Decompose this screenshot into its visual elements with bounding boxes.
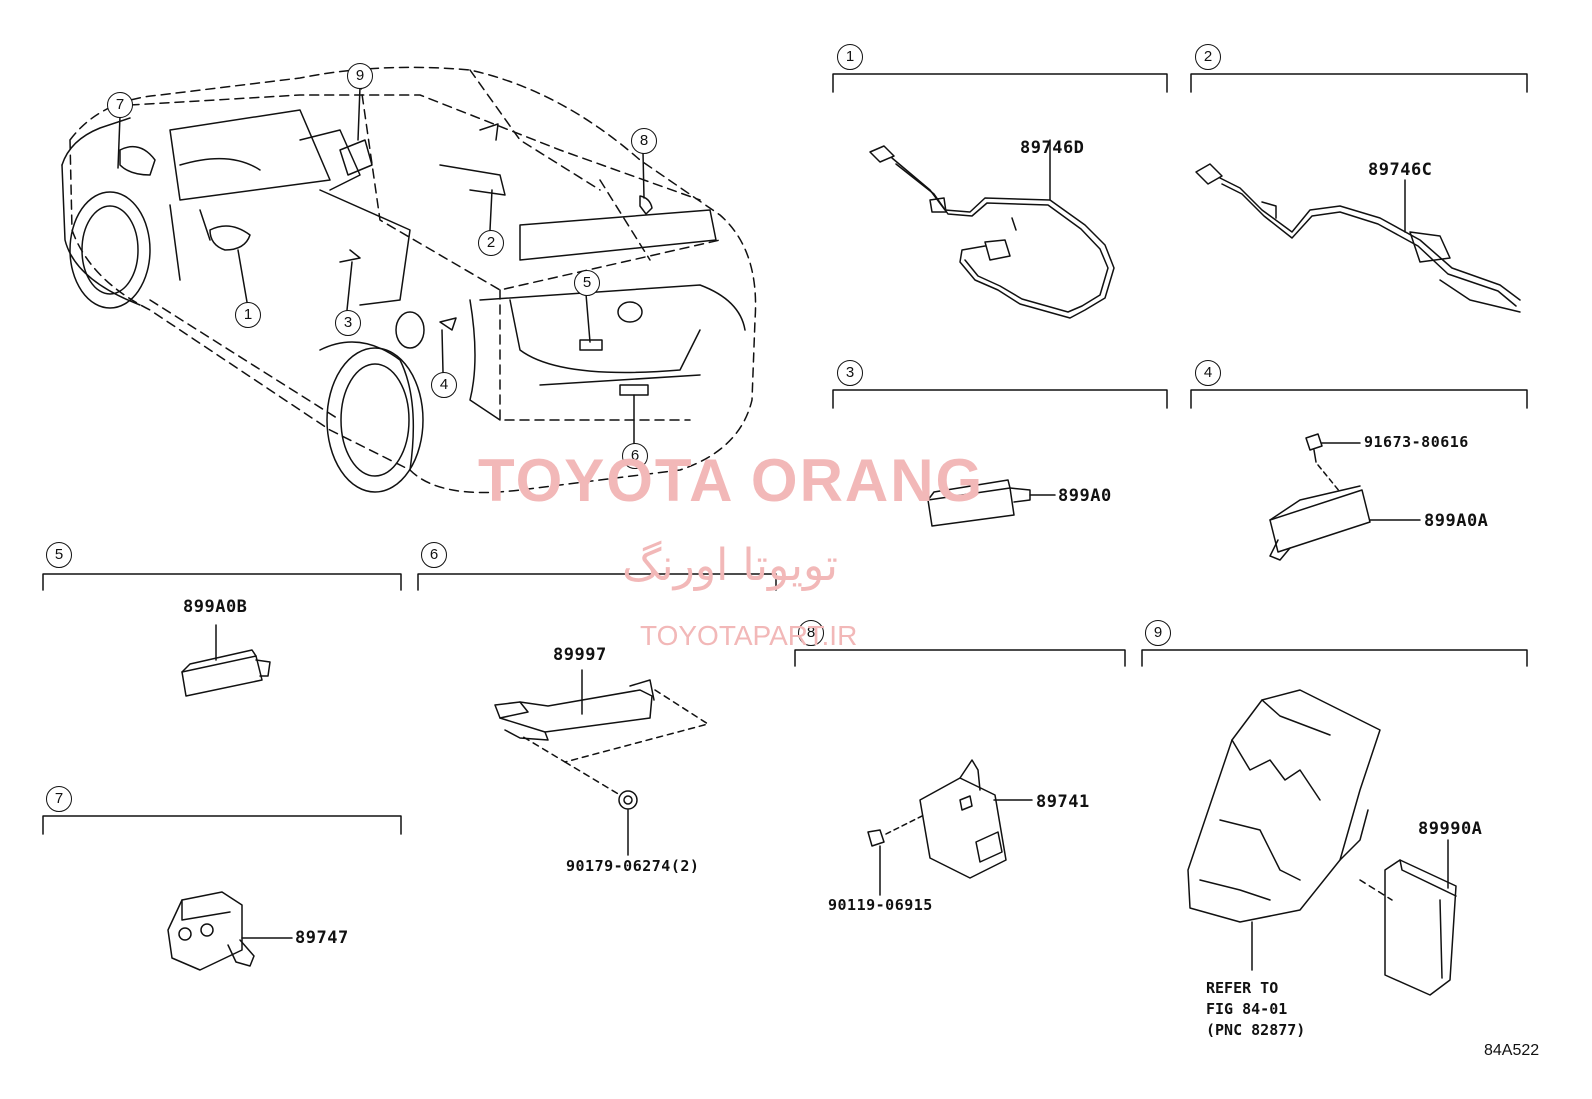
- sensor-899a0a-drawing: [1269, 433, 1421, 561]
- panel-5-number: 5: [46, 542, 72, 568]
- overview-callout-6[interactable]: 6: [622, 443, 648, 469]
- part-label-89997[interactable]: 89997: [553, 645, 607, 665]
- part-label-90179-06274[interactable]: 90179-06274(2): [566, 857, 700, 875]
- part-label-89746c[interactable]: 89746C: [1368, 160, 1433, 180]
- part-label-89747[interactable]: 89747: [295, 928, 349, 948]
- car-outline: [69, 66, 757, 494]
- panel-3-number: 3: [837, 360, 863, 386]
- overview-callout-9[interactable]: 9: [347, 63, 373, 89]
- overview-leaders: [117, 86, 645, 444]
- watermark-brand-fa: تویوتا اورنگ: [622, 540, 838, 591]
- overview-callout-7[interactable]: 7: [107, 92, 133, 118]
- part-label-89741[interactable]: 89741: [1036, 792, 1090, 812]
- panel-6-number: 6: [421, 542, 447, 568]
- part-label-89990a[interactable]: 89990A: [1418, 819, 1483, 839]
- panel-9-number: 9: [1145, 620, 1171, 646]
- part-label-899a0a[interactable]: 899A0A: [1424, 511, 1489, 531]
- overview-callout-1[interactable]: 1: [235, 302, 261, 328]
- panel-brackets: [42, 73, 1528, 835]
- refer-line-2: FIG 84-01: [1206, 1000, 1288, 1018]
- refer-line-1: REFER TO: [1206, 979, 1279, 997]
- sensor-899a0-drawing: [927, 479, 1056, 527]
- overview-callout-8[interactable]: 8: [631, 128, 657, 154]
- refer-note: REFER TO FIG 84-01 (PNC 82877): [1206, 978, 1305, 1041]
- watermark-brand: TOYOTA ORANG: [478, 447, 985, 514]
- ecu-89990a-drawing: [1187, 689, 1457, 996]
- overview-callout-3[interactable]: 3: [335, 310, 361, 336]
- panel-4-number: 4: [1195, 360, 1221, 386]
- part-label-89746d[interactable]: 89746D: [1020, 138, 1085, 158]
- car-details: [61, 109, 746, 493]
- overview-callout-4[interactable]: 4: [431, 372, 457, 398]
- part-label-899a0[interactable]: 899A0: [1058, 486, 1112, 506]
- panel-2-number: 2: [1195, 44, 1221, 70]
- overview-callout-2[interactable]: 2: [478, 230, 504, 256]
- watermark-site: TOYOTAPART.IR: [640, 620, 858, 651]
- bracket-89997-drawing: [494, 669, 709, 856]
- harness-89746c-drawing: [1195, 163, 1521, 313]
- refer-line-3: (PNC 82877): [1206, 1021, 1306, 1039]
- figure-code: 84A522: [1484, 1042, 1540, 1059]
- overview-callout-5[interactable]: 5: [574, 270, 600, 296]
- module-89741-drawing: [867, 759, 1033, 896]
- sensor-89747-drawing: [167, 891, 293, 971]
- sensor-899a0b-drawing: [181, 624, 271, 697]
- harness-89746d-drawing: [869, 139, 1115, 319]
- panel-8-number: 8: [798, 620, 824, 646]
- part-label-899a0b[interactable]: 899A0B: [183, 597, 248, 617]
- panel-1-number: 1: [837, 44, 863, 70]
- part-label-90119-06915[interactable]: 90119-06915: [828, 896, 933, 914]
- panel-7-number: 7: [46, 786, 72, 812]
- part-label-91673-80616[interactable]: 91673-80616: [1364, 433, 1469, 451]
